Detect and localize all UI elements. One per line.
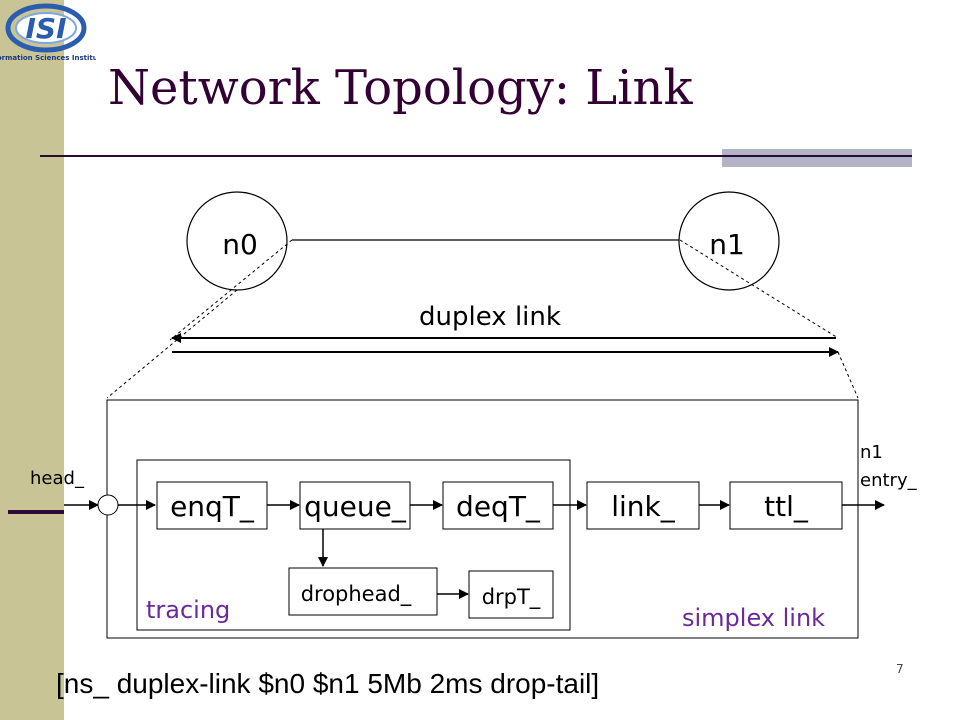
- block-ttl: [729, 481, 843, 530]
- logo-text: ISI: [25, 12, 66, 45]
- block-ttl-label: ttl_: [764, 490, 809, 523]
- head-entry-point: [97, 494, 119, 516]
- block-drpT: [468, 570, 554, 619]
- block-link-label: link_: [611, 490, 676, 523]
- node-n1: [678, 191, 780, 291]
- block-deqT: [442, 481, 554, 530]
- block-queue-label: queue_: [304, 490, 407, 523]
- tracing-label: tracing: [146, 596, 230, 624]
- tracing-box: [136, 459, 571, 631]
- logo-subtitle: Information Sciences Institute: [0, 54, 96, 62]
- zoom-line-right-upper: [679, 239, 839, 339]
- block-queue: [299, 481, 411, 530]
- zoom-line-left-lower: [106, 289, 238, 399]
- slide-sidebar: [0, 0, 64, 720]
- isi-logo: ISI Information Sciences Institute: [0, 3, 96, 62]
- title-rule: [40, 155, 912, 157]
- n1-entry-label-line1: n1: [860, 442, 883, 463]
- slide-number: 7: [896, 662, 904, 676]
- zoom-line-right-lower: [837, 351, 859, 399]
- simplex-link-label: simplex link: [682, 604, 825, 632]
- ns-command: [ns_ duplex-link $n0 $n1 5Mb 2ms drop-ta…: [56, 668, 600, 699]
- n1-entry-label-line2: entry_: [860, 470, 918, 491]
- sidebar-accent-bar: [8, 510, 64, 514]
- block-drophead: [288, 567, 438, 616]
- block-enqT: [156, 481, 268, 530]
- simplex-link-box: [106, 399, 859, 639]
- block-enqT-label: enqT_: [170, 490, 255, 523]
- block-deqT-label: deqT_: [456, 490, 541, 523]
- duplex-link-label: duplex link: [419, 302, 561, 332]
- node-n0-label: n0: [222, 228, 258, 261]
- slide-title: Network Topology: Link: [108, 60, 693, 116]
- zoom-line-left-upper: [169, 239, 293, 341]
- block-drophead-label: drophead_: [301, 582, 412, 607]
- block-drpT-label: drpT_: [482, 585, 541, 610]
- head-label: head_: [30, 468, 85, 489]
- node-n1-label: n1: [709, 228, 745, 261]
- title-rule-highlight: [722, 149, 912, 167]
